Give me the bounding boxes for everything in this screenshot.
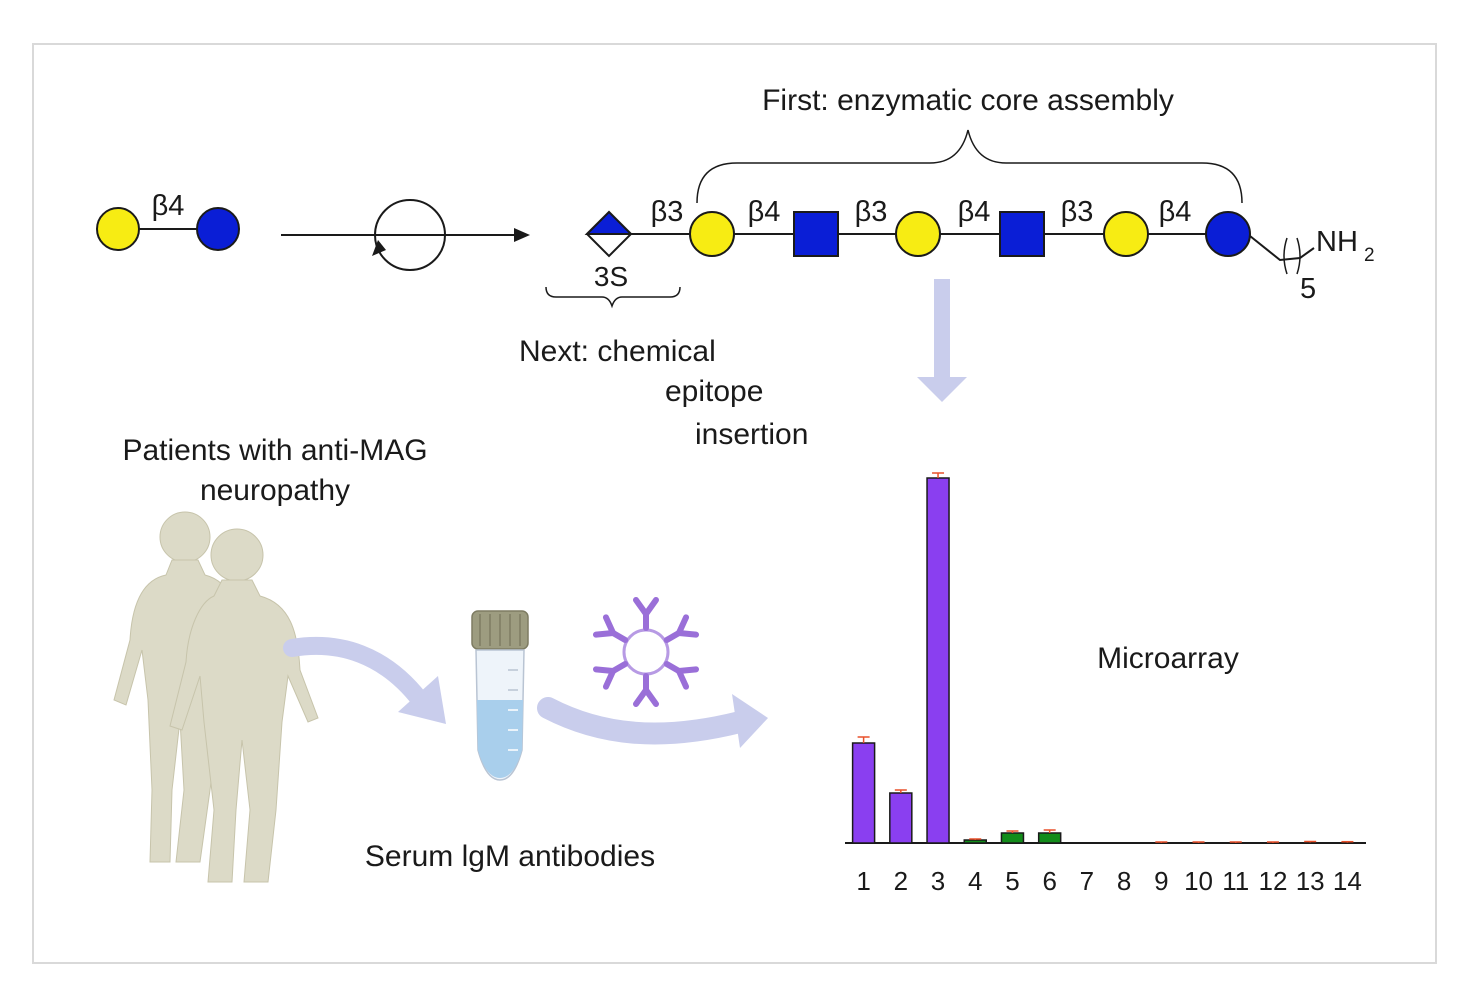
tick-label: 5: [1005, 866, 1019, 896]
flow-arrow-icon: [537, 694, 768, 748]
galactose-icon: [1103, 211, 1149, 257]
patients-text-line2: neuropathy: [200, 474, 350, 507]
linkage-label: β4: [748, 196, 781, 228]
human-figures-icon: [113, 511, 319, 883]
linkage-label: β4: [152, 190, 185, 222]
tick-label: 6: [1042, 866, 1056, 896]
epitope-text-line2: epitope: [665, 375, 763, 408]
bar: [1037, 832, 1062, 844]
bar: [889, 792, 913, 844]
sulfate-brace: [545, 286, 681, 309]
glcnac-icon: [999, 211, 1045, 257]
lactose-start: β4: [96, 190, 240, 251]
linkage-label: β3: [855, 196, 888, 228]
curved-arrow-icon: [283, 636, 446, 724]
epitope-text-line3: insertion: [695, 418, 808, 451]
tick-label: 12: [1259, 866, 1288, 896]
glycan-chain: β3 β4 β3 β4 β3 β4 NH 2 5: [584, 196, 1375, 305]
tick-label: 3: [931, 866, 945, 896]
bar: [963, 839, 987, 844]
galactose-icon: [689, 211, 735, 257]
glucose-icon: [1205, 211, 1251, 257]
linkage-label: β3: [1061, 196, 1094, 228]
serum-text: Serum lgM antibodies: [365, 840, 655, 873]
aminopentyl-spacer: NH 2 5: [1249, 226, 1375, 305]
tick-label: 2: [894, 866, 908, 896]
spacer-repeat-label: 5: [1300, 273, 1316, 305]
linkage-label: β4: [958, 196, 991, 228]
igm-antibody-icon: [592, 597, 700, 707]
tube-icon: [471, 610, 529, 781]
tick-label: 9: [1154, 866, 1168, 896]
glcnac-icon: [793, 211, 839, 257]
tick-label: 1: [856, 866, 870, 896]
spacer-group-label: NH: [1316, 226, 1358, 258]
sulfate-label: 3S: [594, 261, 628, 292]
sulfated-diamond-icon: [584, 210, 634, 258]
tick-label: 13: [1296, 866, 1325, 896]
glucose-icon: [196, 207, 240, 251]
tick-label: 14: [1333, 866, 1362, 896]
patients-text-line1: Patients with anti-MAG: [122, 434, 427, 467]
bar: [851, 742, 876, 844]
galactose-icon: [96, 207, 140, 251]
tick-label: 8: [1117, 866, 1131, 896]
microarray-label: Microarray: [1097, 642, 1239, 675]
cycle-arrow-icon: [281, 199, 530, 271]
epitope-text-line1: Next: chemical: [519, 335, 716, 368]
tick-label: 10: [1184, 866, 1213, 896]
galactose-icon: [895, 211, 941, 257]
linkage-label: β4: [1159, 196, 1192, 228]
tick-label: 7: [1080, 866, 1094, 896]
down-arrow-icon: [917, 279, 967, 402]
tick-label: 4: [968, 866, 982, 896]
tick-label: 11: [1222, 866, 1249, 896]
core-assembly-title: First: enzymatic core assembly: [762, 84, 1174, 117]
linkage-label: β3: [651, 196, 684, 228]
core-assembly-brace: [696, 129, 1243, 204]
bar: [1000, 832, 1025, 844]
spacer-subscript: 2: [1364, 245, 1375, 266]
bar: [926, 477, 950, 844]
